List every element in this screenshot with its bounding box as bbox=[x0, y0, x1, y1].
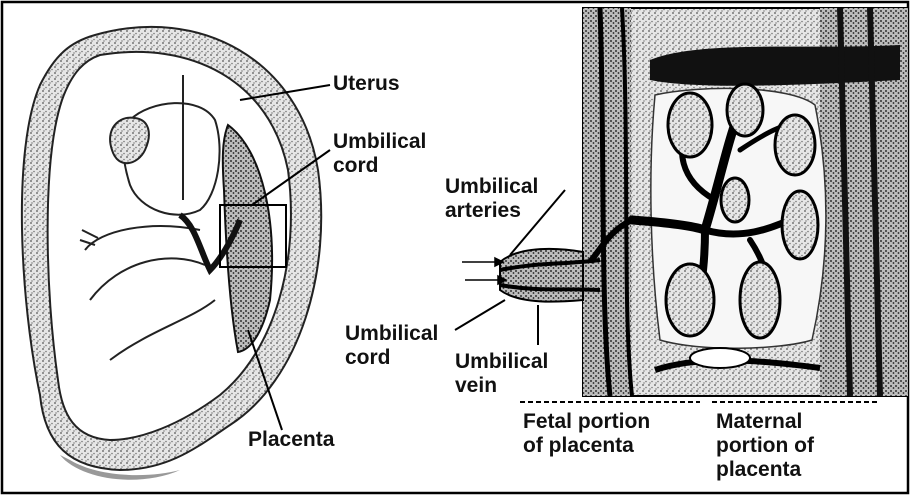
label-maternal-portion: Maternal portion of placenta bbox=[716, 410, 814, 482]
label-uterus-text: Uterus bbox=[333, 72, 400, 96]
label-umbilical-cord-top-line1: Umbilical bbox=[333, 130, 426, 154]
label-placenta: Placenta bbox=[248, 428, 334, 452]
label-umbilical-vein: Umbilical vein bbox=[455, 350, 548, 398]
label-fetal-portion-line2: of placenta bbox=[523, 434, 650, 458]
label-umbilical-arteries-line1: Umbilical bbox=[445, 175, 538, 199]
label-fetal-portion-line1: Fetal portion bbox=[523, 410, 650, 434]
label-uterus: Uterus bbox=[333, 72, 400, 96]
label-maternal-portion-line2: portion of bbox=[716, 434, 814, 458]
label-umbilical-arteries-line2: arteries bbox=[445, 199, 538, 223]
label-maternal-portion-line1: Maternal bbox=[716, 410, 814, 434]
umbilical-cord-stub bbox=[500, 249, 583, 302]
label-umbilical-arteries: Umbilical arteries bbox=[445, 175, 538, 223]
label-placenta-text: Placenta bbox=[248, 428, 334, 452]
label-umbilical-cord-bottom-line1: Umbilical bbox=[345, 322, 438, 346]
label-umbilical-cord-top-line2: cord bbox=[333, 154, 426, 178]
label-umbilical-vein-line2: vein bbox=[455, 374, 548, 398]
label-umbilical-cord-top: Umbilical cord bbox=[333, 130, 426, 178]
label-umbilical-cord-bottom: Umbilical cord bbox=[345, 322, 438, 370]
label-umbilical-vein-line1: Umbilical bbox=[455, 350, 548, 374]
label-umbilical-cord-bottom-line2: cord bbox=[345, 346, 438, 370]
label-fetal-portion: Fetal portion of placenta bbox=[523, 410, 650, 458]
label-maternal-portion-line3: placenta bbox=[716, 458, 814, 482]
